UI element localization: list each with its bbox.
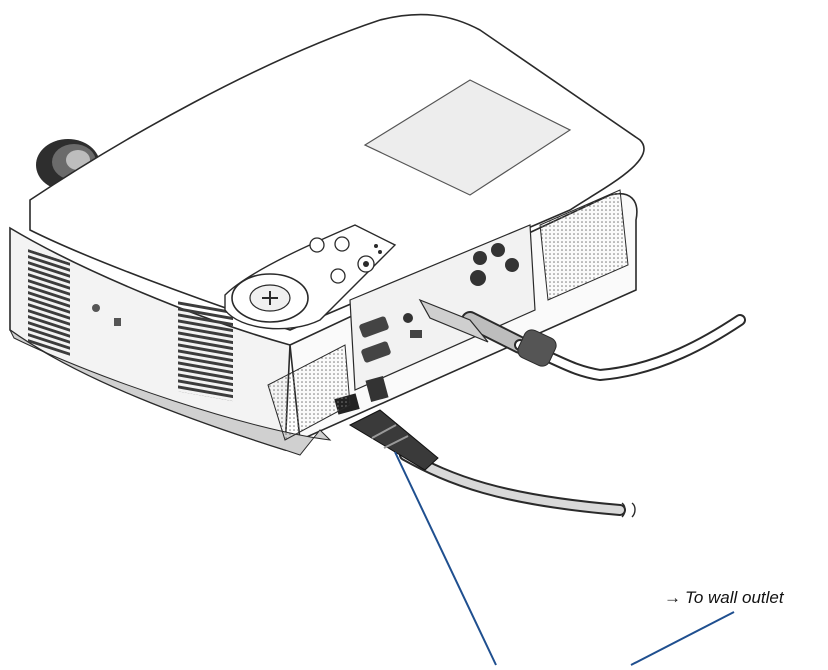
rgb-port-1: [359, 316, 389, 338]
usb-port: [410, 330, 422, 338]
source-button: [330, 268, 346, 284]
video-jack-1: [473, 251, 487, 265]
arrow-right-icon: →: [664, 588, 681, 607]
status-indicator: [374, 244, 378, 248]
projector-base: [9, 329, 332, 456]
svideo-jack: [470, 270, 486, 286]
power-cable: [348, 409, 636, 518]
video-jack-3: [505, 258, 519, 272]
power-button: [309, 237, 325, 253]
power-switch: [365, 376, 389, 402]
ferrite-core: [517, 329, 557, 367]
front-vent-grille-right: [178, 299, 233, 402]
wall-outlet-caption: →To wall outlet: [664, 588, 784, 608]
rgb-port-2: [361, 341, 391, 363]
lock-icon: [114, 318, 121, 326]
control-panel: [224, 224, 397, 330]
top-vent-panel: [363, 79, 572, 196]
audio-jack: [403, 313, 413, 323]
vga-cable: [418, 298, 746, 382]
leader-line-left: [394, 451, 497, 666]
front-vent-grille-left: [28, 249, 70, 358]
leader-line-right: [630, 611, 735, 666]
lamp-indicator: [378, 250, 382, 254]
video-jack-2: [491, 243, 505, 257]
caption-text: To wall outlet: [685, 588, 784, 607]
speaker-grille-side: [539, 189, 629, 301]
speaker-grille-front: [267, 344, 351, 441]
kensington-slot-icon: [92, 304, 100, 312]
power-plug: [348, 409, 439, 471]
auto-adjust-button: [334, 236, 350, 252]
